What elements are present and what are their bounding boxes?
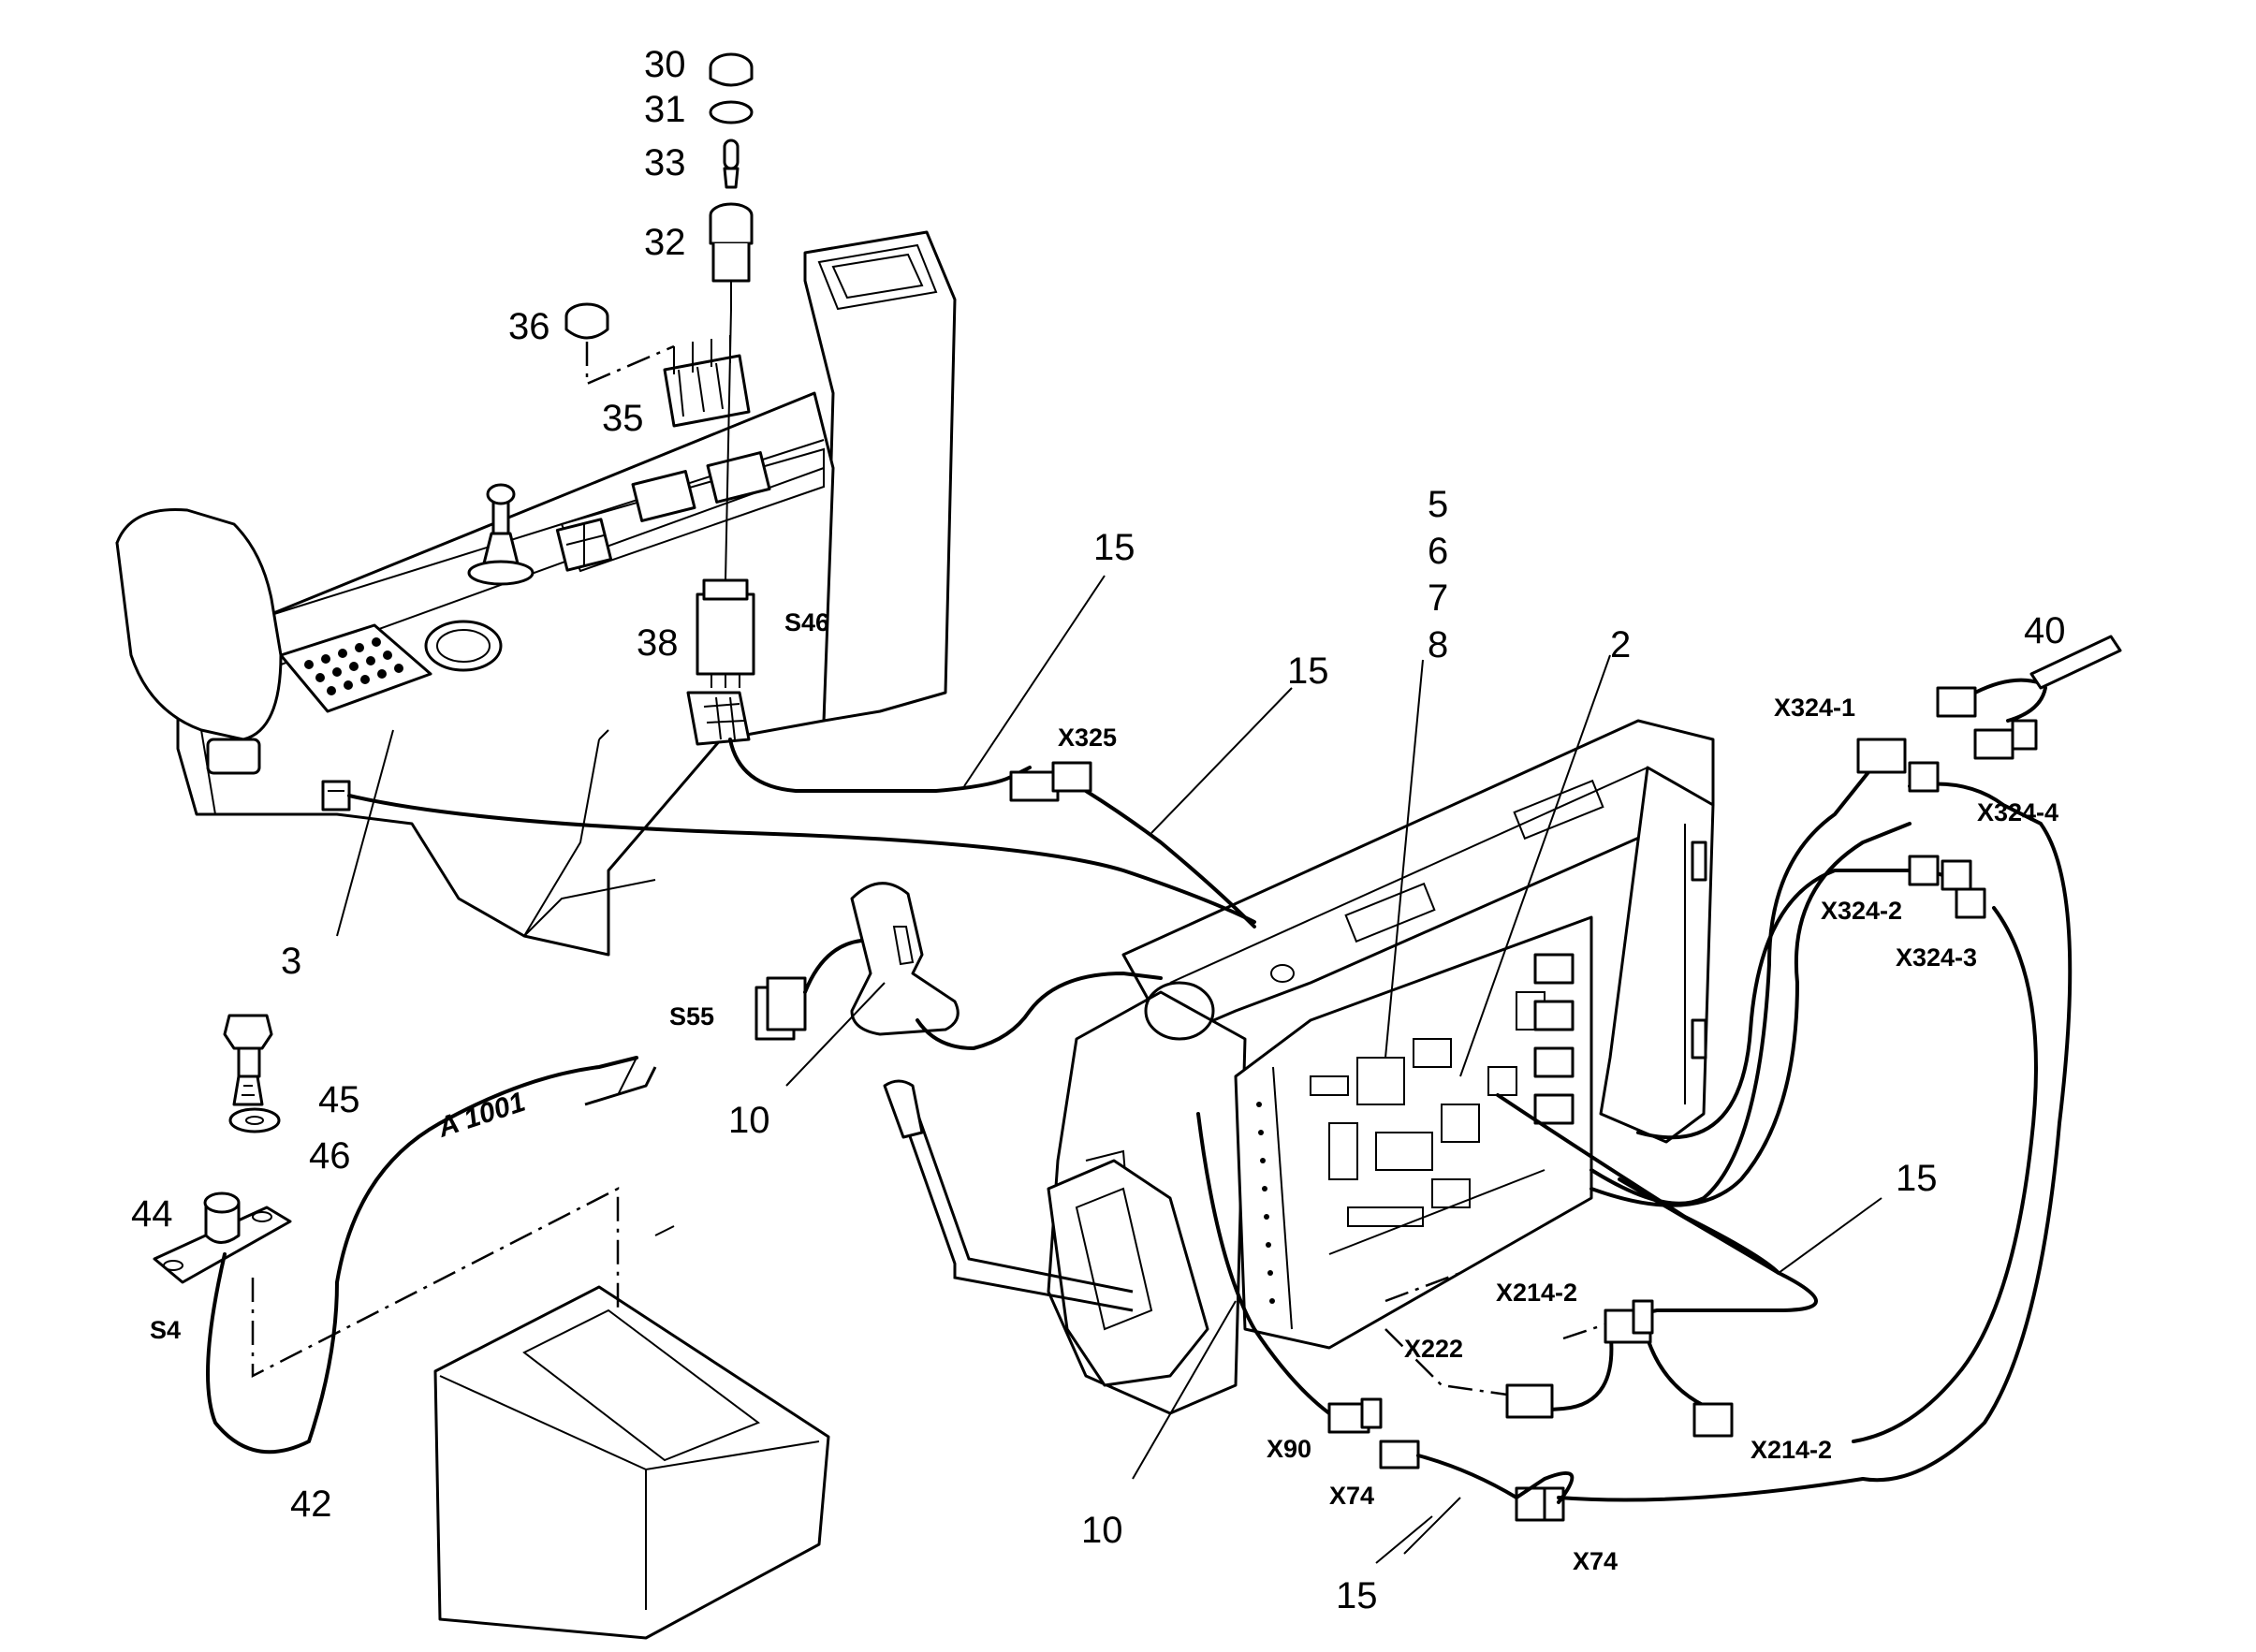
label-x324-2: X324-2 xyxy=(1821,897,1902,925)
callout-15-bottom: 15 xyxy=(1336,1575,1378,1616)
callout-30: 30 xyxy=(644,44,686,85)
callout-10-left: 10 xyxy=(728,1100,770,1141)
label-x74-left: X74 xyxy=(1329,1482,1374,1510)
callout-2: 2 xyxy=(1610,624,1631,665)
callout-38: 38 xyxy=(637,622,679,664)
callout-numbers: 30 31 33 32 36 35 38 15 15 5 6 7 8 2 40 … xyxy=(131,44,2066,1616)
callout-15-right: 15 xyxy=(1896,1158,1938,1199)
callout-7: 7 xyxy=(1428,577,1448,619)
label-x74-right: X74 xyxy=(1573,1547,1618,1575)
label-s4: S4 xyxy=(150,1316,181,1344)
label-x90: X90 xyxy=(1267,1435,1311,1463)
callout-44: 44 xyxy=(131,1193,173,1235)
callout-32: 32 xyxy=(644,222,686,263)
leader-lines xyxy=(336,575,1882,1564)
label-s46: S46 xyxy=(784,608,829,636)
callout-45: 45 xyxy=(318,1079,360,1120)
callout-15-top: 15 xyxy=(1093,527,1135,568)
label-x324-3: X324-3 xyxy=(1896,943,1977,972)
callout-31: 31 xyxy=(644,89,686,130)
callout-33: 33 xyxy=(644,142,686,183)
cable-harness xyxy=(206,635,2122,1522)
view-reference-a1001: A 1001 xyxy=(433,1087,529,1144)
callout-10-bottom: 10 xyxy=(1081,1510,1123,1551)
callout-40: 40 xyxy=(2024,610,2066,651)
label-x324-4: X324-4 xyxy=(1977,798,2058,826)
label-x214-2-lower: X214-2 xyxy=(1751,1436,1832,1464)
callout-3: 3 xyxy=(281,941,301,982)
operator-console xyxy=(115,230,957,957)
label-x324-1: X324-1 xyxy=(1774,694,1855,722)
callout-46: 46 xyxy=(309,1135,351,1177)
control-box xyxy=(153,719,1715,1640)
callout-8: 8 xyxy=(1428,624,1448,665)
callout-5: 5 xyxy=(1428,484,1448,525)
exploded-top-parts xyxy=(564,52,755,746)
callout-15-mid: 15 xyxy=(1287,651,1329,692)
callout-35: 35 xyxy=(602,398,644,439)
callout-36: 36 xyxy=(508,306,550,347)
label-x325: X325 xyxy=(1058,724,1117,752)
callout-6: 6 xyxy=(1428,531,1448,572)
label-s55: S55 xyxy=(669,1002,714,1031)
label-x214-2-upper: X214-2 xyxy=(1496,1279,1577,1307)
label-x222: X222 xyxy=(1404,1335,1463,1363)
callout-42: 42 xyxy=(290,1484,332,1525)
